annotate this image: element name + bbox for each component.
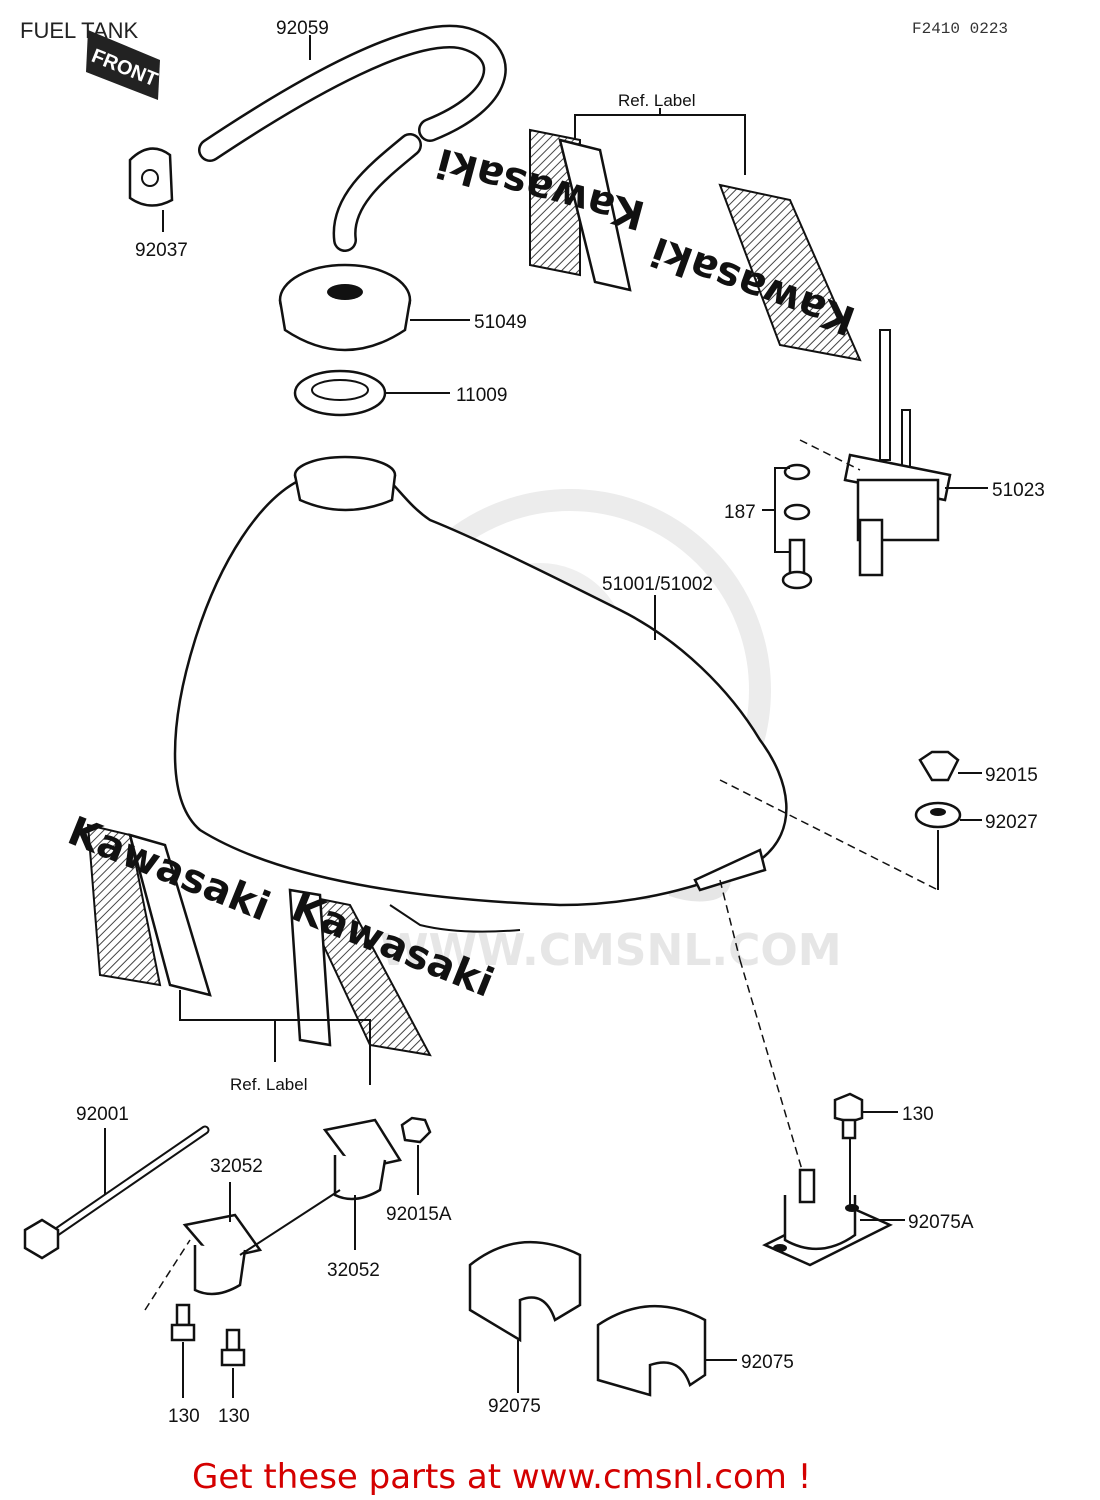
bottom-ref-label: Ref. Label xyxy=(230,1075,308,1094)
bolt-left-2-part-number: 130 xyxy=(218,1406,250,1427)
cap-part-number: 51049 xyxy=(474,312,527,333)
fuel-cock-part xyxy=(843,329,952,577)
fuel-cock-part-number: 51023 xyxy=(992,480,1045,501)
damper-top-part-number: 92027 xyxy=(985,812,1038,833)
bracket-right-part xyxy=(322,1118,402,1201)
hose-clamp-part xyxy=(128,147,174,207)
watermark-url: WWW.CMSNL.COM xyxy=(380,925,842,976)
cap-gasket-part xyxy=(293,369,387,417)
fuel-tank-part xyxy=(173,455,788,933)
tank-nut-part xyxy=(918,750,960,782)
tank-damper-part xyxy=(914,801,962,829)
damper-left-part-number: 92075 xyxy=(488,1396,541,1417)
damper-mount-part xyxy=(762,1168,893,1267)
diagram-code: F2410 0223 xyxy=(912,20,1008,38)
bolt-left-pair xyxy=(170,1303,246,1367)
long-bolt-part xyxy=(23,1125,210,1260)
fuel-hose-part xyxy=(198,24,507,252)
bolt-right-part-number: 130 xyxy=(902,1104,934,1125)
small-nut-part-number: 92015A xyxy=(386,1204,452,1225)
top-ref-label: Ref. Label xyxy=(618,91,696,110)
page-title: FUEL TANK xyxy=(20,18,139,43)
nut-part-number: 92015 xyxy=(985,765,1038,786)
bracket-left-part-number: 32052 xyxy=(210,1156,263,1177)
damper-right-part-number: 92075 xyxy=(741,1352,794,1373)
bolt-left-1-part-number: 130 xyxy=(168,1406,200,1427)
tank-part-number: 51001/51002 xyxy=(602,574,713,595)
gasket-part-number: 11009 xyxy=(456,385,507,406)
bolt-right-part xyxy=(833,1092,864,1140)
hose-part-number: 92059 xyxy=(276,18,329,39)
washer-part-number: 187 xyxy=(724,502,756,523)
damper-left-part xyxy=(468,1240,582,1343)
footer-cta-link[interactable]: Get these parts at www.cmsnl.com ! xyxy=(192,1457,811,1497)
fuel-cap-part xyxy=(278,263,412,352)
washer-screw-set xyxy=(781,463,813,590)
bracket-right-part-number: 32052 xyxy=(327,1260,380,1281)
bracket-left-part xyxy=(182,1213,263,1296)
long-bolt-part-number: 92001 xyxy=(76,1104,129,1125)
damper-mount-part-number: 92075A xyxy=(908,1212,974,1233)
clamp-part-number: 92037 xyxy=(135,240,188,261)
small-nut-part xyxy=(400,1116,432,1144)
damper-right-part xyxy=(596,1304,707,1397)
